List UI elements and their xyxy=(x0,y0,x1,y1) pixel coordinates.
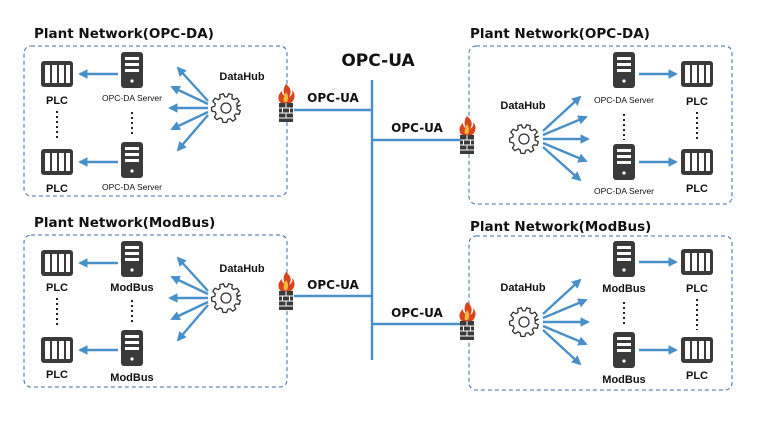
plc-icon xyxy=(681,61,713,87)
backbone-label: OPC-UA xyxy=(341,51,415,71)
plc-icon xyxy=(681,149,713,175)
plc-label: PLC xyxy=(686,183,708,195)
server-label: OPC-DA Server xyxy=(594,95,654,105)
plc-icon xyxy=(41,61,73,87)
server-icon xyxy=(121,52,143,88)
link-label: OPC-UA xyxy=(391,121,443,135)
gear-icon xyxy=(508,307,539,338)
fanout-arrows xyxy=(542,95,590,182)
gear-icon xyxy=(210,283,241,314)
fanout-arrows xyxy=(168,256,209,342)
datahub-label: DataHub xyxy=(219,71,265,83)
panel-opcda-left: Plant Network(OPC-DA) PLC PLC OPC-DA Ser… xyxy=(23,26,372,197)
plc-icon xyxy=(681,249,713,275)
link-label: OPC-UA xyxy=(307,91,359,105)
server-label: OPC-DA Server xyxy=(102,182,162,192)
server-label: ModBus xyxy=(602,374,645,386)
server-label: ModBus xyxy=(110,282,153,294)
plc-icon xyxy=(681,337,713,363)
plc-label: PLC xyxy=(686,283,708,295)
panel-border xyxy=(23,234,288,388)
panel-title: Plant Network(OPC-DA) xyxy=(470,26,650,42)
plc-label: PLC xyxy=(686,96,708,108)
server-icon xyxy=(613,144,635,180)
server-icon xyxy=(613,52,635,88)
link-label: OPC-UA xyxy=(391,306,443,320)
panel-modbus-left: Plant Network(ModBus) PLC PLC ModBus Mod… xyxy=(23,215,372,388)
panel-modbus-right: Plant Network(ModBus) OPC-UA DataHub Mod… xyxy=(372,219,733,391)
plc-icon xyxy=(41,149,73,175)
server-icon xyxy=(121,142,143,178)
gear-icon xyxy=(508,124,539,155)
fanout-arrows xyxy=(542,278,590,366)
panel-border xyxy=(468,45,733,205)
server-icon xyxy=(613,241,635,277)
gear-icon xyxy=(210,93,241,124)
panel-title: Plant Network(ModBus) xyxy=(34,215,215,231)
panel-title: Plant Network(OPC-DA) xyxy=(34,26,214,42)
server-label: ModBus xyxy=(602,283,645,295)
datahub-label: DataHub xyxy=(500,282,546,294)
firewall-icon xyxy=(458,301,477,341)
server-label: OPC-DA Server xyxy=(594,186,654,196)
server-icon xyxy=(613,332,635,368)
server-icon xyxy=(121,241,143,277)
datahub-label: DataHub xyxy=(500,100,546,112)
plc-label: PLC xyxy=(46,95,68,107)
fanout-arrows xyxy=(168,66,209,152)
firewall-icon xyxy=(277,271,296,311)
plc-icon xyxy=(41,337,73,363)
panel-opcda-right: Plant Network(OPC-DA) OPC-UA DataHub OPC… xyxy=(372,26,733,205)
server-label: ModBus xyxy=(110,372,153,384)
firewall-icon xyxy=(277,83,296,123)
plc-label: PLC xyxy=(46,282,68,294)
server-icon xyxy=(121,330,143,366)
firewall-icon xyxy=(458,115,477,155)
plc-label: PLC xyxy=(46,183,68,195)
plc-label: PLC xyxy=(46,369,68,381)
datahub-label: DataHub xyxy=(219,263,265,275)
plc-icon xyxy=(41,250,73,276)
link-label: OPC-UA xyxy=(307,278,359,292)
panel-border xyxy=(468,235,733,391)
server-label: OPC-DA Server xyxy=(102,93,162,103)
plc-label: PLC xyxy=(686,370,708,382)
panel-title: Plant Network(ModBus) xyxy=(470,219,651,235)
